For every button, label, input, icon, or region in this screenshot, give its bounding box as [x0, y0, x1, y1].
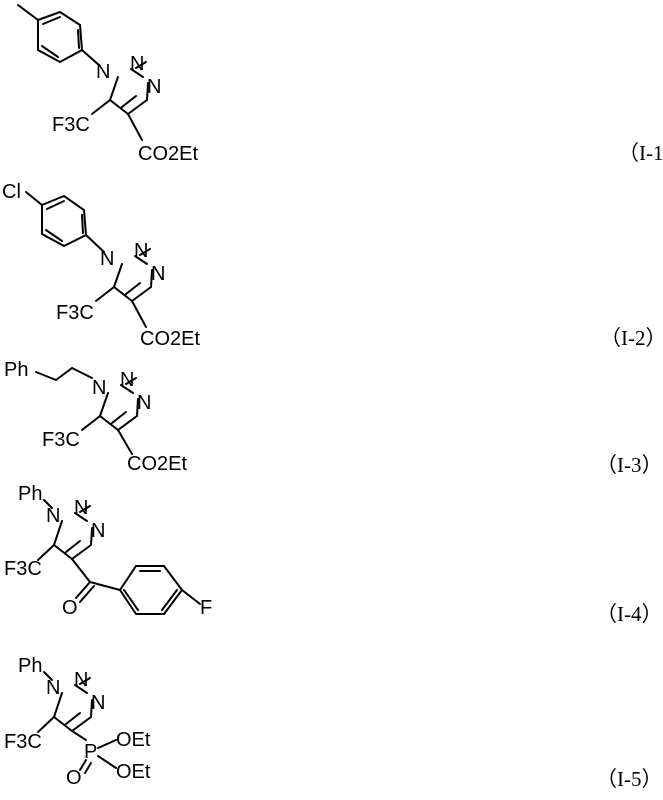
- phosphoryl-oxygen-label: O: [66, 767, 82, 789]
- ring-n3-label: N: [147, 76, 161, 98]
- phenyl-label: Ph: [4, 359, 28, 381]
- fluoro-label: F: [200, 597, 212, 619]
- cf3-label: F3C: [4, 558, 42, 580]
- chloro-label: Cl: [2, 181, 21, 203]
- ester-label: CO2Et: [140, 328, 200, 350]
- phosphorus-label: P: [84, 741, 97, 763]
- benzene-ring-i-1: [37, 10, 84, 64]
- compound-label-i-4: （I-4）: [596, 602, 663, 626]
- ring-n2-label: N: [74, 497, 88, 519]
- ester-label: CO2Et: [138, 143, 198, 165]
- ethoxy-label-2: OEt: [116, 761, 151, 783]
- carbonyl-oxygen-label: O: [62, 597, 78, 619]
- ring-n2-label: N: [130, 53, 144, 75]
- structure-i-3: Ph N N N F3C CO2Et （I-3）: [4, 359, 663, 477]
- compound-label-i-3: （I-3）: [596, 453, 663, 477]
- ring-n1-label: N: [46, 505, 60, 527]
- cf3-label: F3C: [42, 429, 80, 451]
- ring-n2-label: N: [120, 369, 134, 391]
- cf3-label: F3C: [52, 114, 90, 136]
- benzene-ring-i-4: [118, 565, 184, 615]
- compound-label-i-1: （I-1）: [618, 141, 663, 165]
- phenyl-label: Ph: [18, 483, 42, 505]
- ring-n1-label: N: [46, 677, 60, 699]
- structure-i-5: Ph N N N F3C P O OEt OEt （I-5）: [4, 655, 663, 791]
- ring-n2-label: N: [134, 240, 148, 262]
- ring-n1-label: N: [96, 61, 110, 83]
- ring-n3-label: N: [151, 263, 165, 285]
- structure-i-1: N N N F3C CO2Et （I-1）: [17, 4, 663, 165]
- compound-label-i-2: （I-2）: [600, 326, 663, 350]
- ethoxy-label-1: OEt: [116, 729, 151, 751]
- compound-label-i-5: （I-5）: [596, 767, 663, 791]
- ring-n3-label: N: [137, 392, 151, 414]
- ring-n2-label: N: [74, 669, 88, 691]
- ring-n1-label: N: [92, 377, 106, 399]
- structure-i-2: Cl N N N F3C CO2Et （I-2）: [2, 181, 663, 350]
- cf3-label: F3C: [56, 302, 94, 324]
- cf3-label: F3C: [4, 731, 42, 753]
- phenyl-label: Ph: [18, 655, 42, 677]
- benzene-ring-i-2: [41, 194, 88, 248]
- methyl-bond: [17, 4, 39, 21]
- ring-n1-label: N: [100, 248, 114, 270]
- ester-label: CO2Et: [127, 453, 187, 475]
- ring-n3-label: N: [91, 692, 105, 714]
- ring-n3-label: N: [91, 520, 105, 542]
- structure-i-4: Ph N N N F3C O F （I-4）: [4, 483, 663, 626]
